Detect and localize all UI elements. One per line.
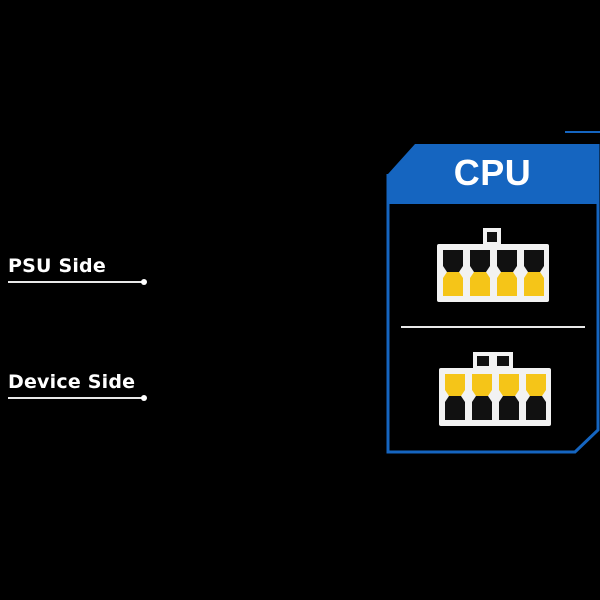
device-side-leader-dot	[141, 395, 147, 401]
cpu-connector-card: CPU	[385, 130, 600, 460]
card-border	[386, 144, 600, 454]
device-side-label: Device Side	[8, 371, 136, 393]
psu-side-leader-dot	[141, 279, 147, 285]
card-frame	[386, 131, 600, 454]
eps-8pin-psu-connector-icon	[437, 228, 549, 302]
psu-side-leader-line	[8, 281, 144, 283]
device-side-leader-line	[8, 397, 144, 399]
psu-side-label: PSU Side	[8, 255, 106, 277]
eps-8pin-device-connector-icon	[439, 352, 551, 426]
cpu-title: CPU	[453, 152, 532, 193]
card-header-tab	[388, 144, 598, 204]
